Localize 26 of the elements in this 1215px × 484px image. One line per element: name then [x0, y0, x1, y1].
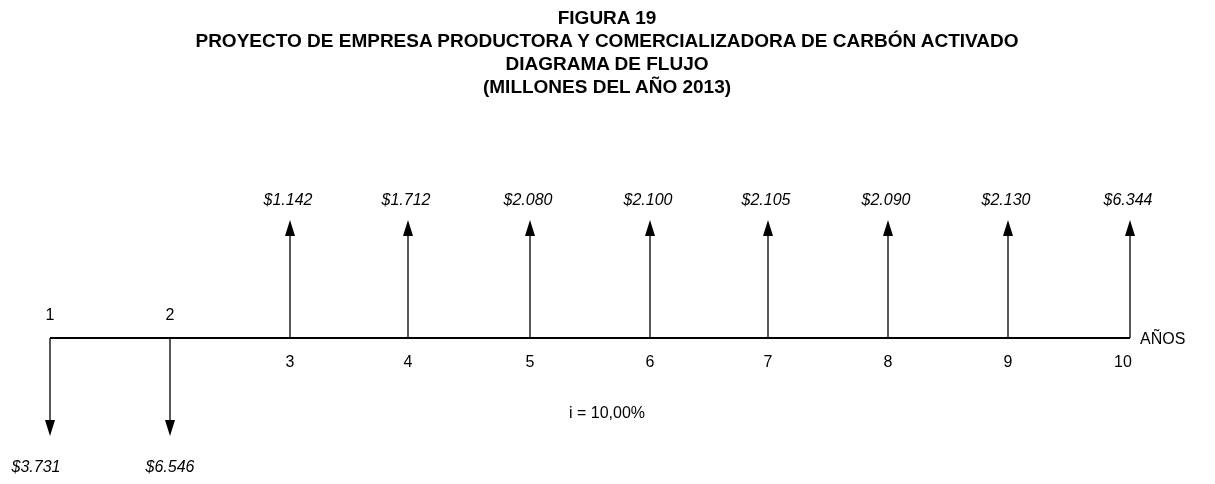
cash-flow-value: $2.080 [503, 191, 553, 209]
cash-flow-value: $2.105 [741, 191, 791, 209]
cash-flow-value: $6.344 [1103, 191, 1153, 209]
period-number: 6 [645, 353, 655, 371]
subtitle: (MILLONES DEL AÑO 2013) [482, 77, 732, 98]
period-number: 5 [525, 353, 535, 371]
period-number: 4 [403, 353, 413, 371]
cash-flow-value: $2.090 [861, 191, 911, 209]
cash-flow-value: $2.130 [981, 191, 1031, 209]
axis-label: AÑOS [1140, 330, 1186, 348]
period-number: 8 [883, 353, 893, 371]
subtitle: PROYECTO DE EMPRESA PRODUCTORA Y COMERCIALIZADORA DE CARBÓN ACTIVADO [195, 31, 1019, 52]
cash-flow-value: $1.142 [263, 191, 313, 209]
period-number: 2 [165, 306, 175, 324]
period-number: 3 [285, 353, 295, 371]
interest-rate-label: i = 10,00% [568, 404, 646, 422]
figure-title: FIGURA 19 [557, 8, 657, 29]
period-number: 9 [1003, 353, 1013, 371]
cash-flow-value: $6.546 [145, 458, 195, 476]
cash-flow-value: $2.100 [623, 191, 673, 209]
period-number: 7 [763, 353, 773, 371]
period-number: 1 [45, 306, 55, 324]
subtitle: DIAGRAMA DE FLUJO [505, 54, 709, 75]
cash-flow-value: $1.712 [381, 191, 431, 209]
period-number: 10 [1114, 353, 1132, 371]
cash-flow-value: $3.731 [11, 458, 61, 476]
